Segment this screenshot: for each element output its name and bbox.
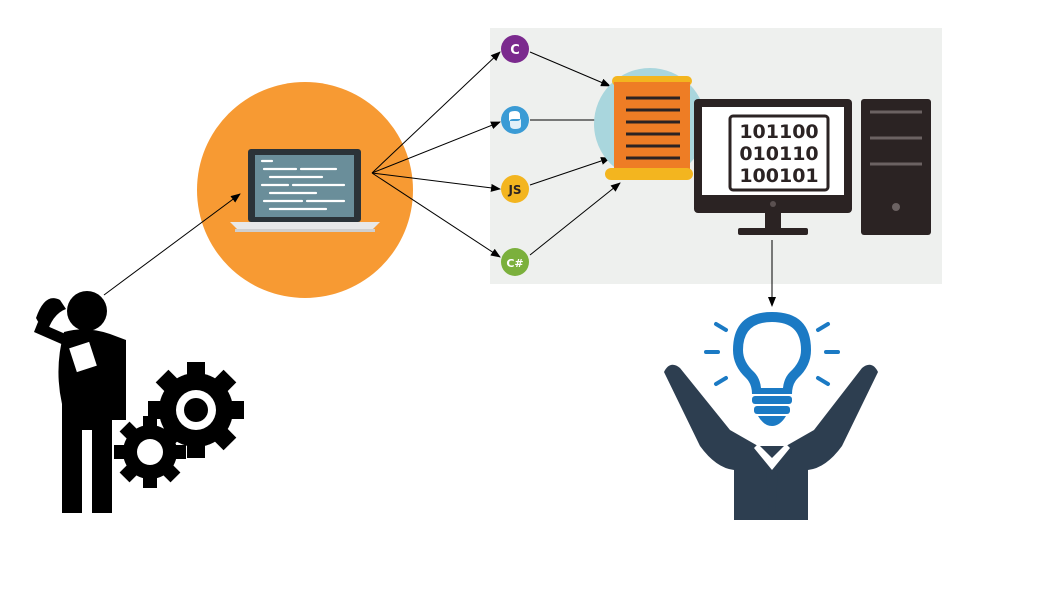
desktop-computer-icon: 101100 010110 100101 [694,99,931,235]
arrow-csharp-to-script [529,182,621,256]
csharp-badge-circle [501,248,529,276]
c-badge: C [501,35,529,63]
javascript-badge-circle [501,175,529,203]
arrow-person-to-laptop [103,193,241,296]
python-logo-icon [509,111,521,129]
csharp-badge-label: C# [506,257,523,270]
binary-line-2: 010110 [739,143,818,165]
laptop-code-icon [197,82,413,298]
arrow-laptop-to-c [371,51,501,174]
scroll-script-icon [594,68,706,180]
python-badge-circle [501,106,529,134]
binary-line-3: 100101 [739,165,818,187]
arrow-laptop-to-js [371,172,501,192]
binary-line-1: 101100 [739,121,818,143]
python-badge [501,106,529,134]
javascript-badge-label: JS [507,183,521,197]
arrow-laptop-to-csharp [371,172,501,258]
c-badge-circle [501,35,529,63]
c-badge-label: C [510,43,520,58]
arrow-js-to-script [529,157,611,186]
person-lightbulb-idea-icon [664,312,878,520]
arrow-c-to-script [529,51,611,87]
csharp-badge: C# [501,248,529,276]
thinking-person-with-gears-icon [34,291,244,513]
arrow-laptop-to-python [371,121,501,174]
javascript-badge: JS [501,175,529,203]
